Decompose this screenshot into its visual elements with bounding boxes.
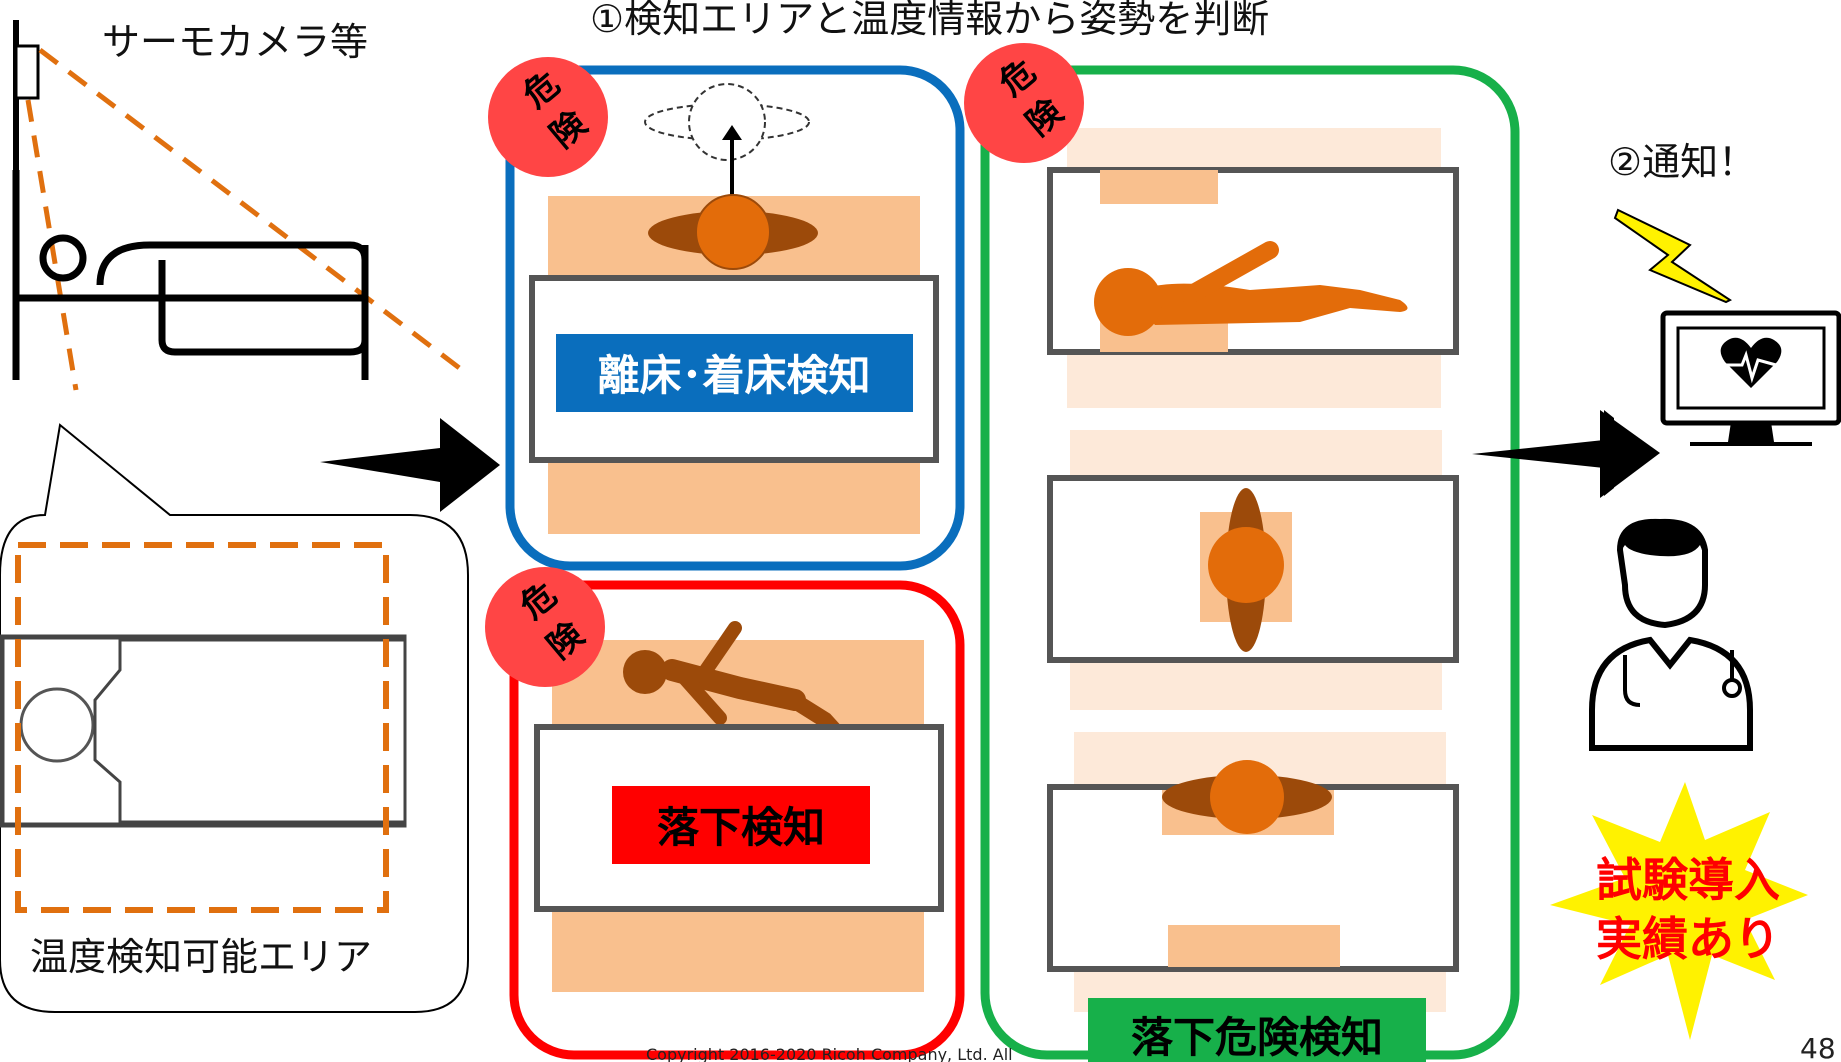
arrow-right-icon bbox=[320, 418, 500, 512]
head bbox=[1210, 760, 1284, 834]
fallen-person bbox=[623, 621, 853, 750]
head-rotate-indicator bbox=[644, 83, 810, 218]
label-bed-exit-bg bbox=[556, 334, 913, 412]
label-fall-bg bbox=[612, 786, 870, 864]
camera-label: サーモカメラ等 bbox=[102, 20, 368, 64]
danger-badge-1: 危 険 bbox=[488, 57, 608, 177]
badge-line1: 試験導入 bbox=[1596, 853, 1780, 907]
label-fall: 落下検知 bbox=[657, 803, 825, 852]
monitor-heart-icon bbox=[1660, 310, 1841, 446]
notify-label: ②通知！ bbox=[1608, 140, 1756, 184]
area-label: 温度検知可能エリア bbox=[30, 935, 372, 979]
arrow-right-icon bbox=[1472, 410, 1614, 496]
pillow bbox=[1100, 170, 1218, 204]
doctor-icon bbox=[1589, 518, 1753, 751]
head bbox=[1208, 527, 1284, 603]
bed-icon bbox=[12, 170, 369, 380]
top-view-bed bbox=[0, 634, 407, 828]
danger-badge-3: 危 険 bbox=[485, 567, 605, 687]
camera-icon bbox=[13, 20, 40, 180]
lying-person bbox=[1094, 241, 1408, 336]
head bbox=[695, 194, 771, 270]
lightning-icon bbox=[1613, 208, 1733, 304]
starburst bbox=[1550, 782, 1808, 1040]
page-number: 48 bbox=[1800, 1032, 1836, 1062]
label-fall-risk: 落下危険検知 bbox=[1131, 1013, 1383, 1062]
danger-badge-2: 危 険 bbox=[964, 43, 1084, 163]
copyright: Copyright 2016-2020 Ricoh Company, Ltd. … bbox=[646, 1045, 1013, 1062]
main-title: ①検知エリアと温度情報から姿勢を判断 bbox=[590, 0, 1269, 41]
arrow-head bbox=[1600, 410, 1660, 498]
label-fall-risk-bg bbox=[1088, 998, 1426, 1062]
detection-area-dashed bbox=[15, 542, 389, 913]
badge-line2: 実績あり bbox=[1596, 912, 1780, 966]
pillow bbox=[1168, 925, 1340, 967]
camera-view-lines bbox=[25, 48, 464, 391]
label-bed-exit: 離床･着床検知 bbox=[597, 351, 870, 400]
